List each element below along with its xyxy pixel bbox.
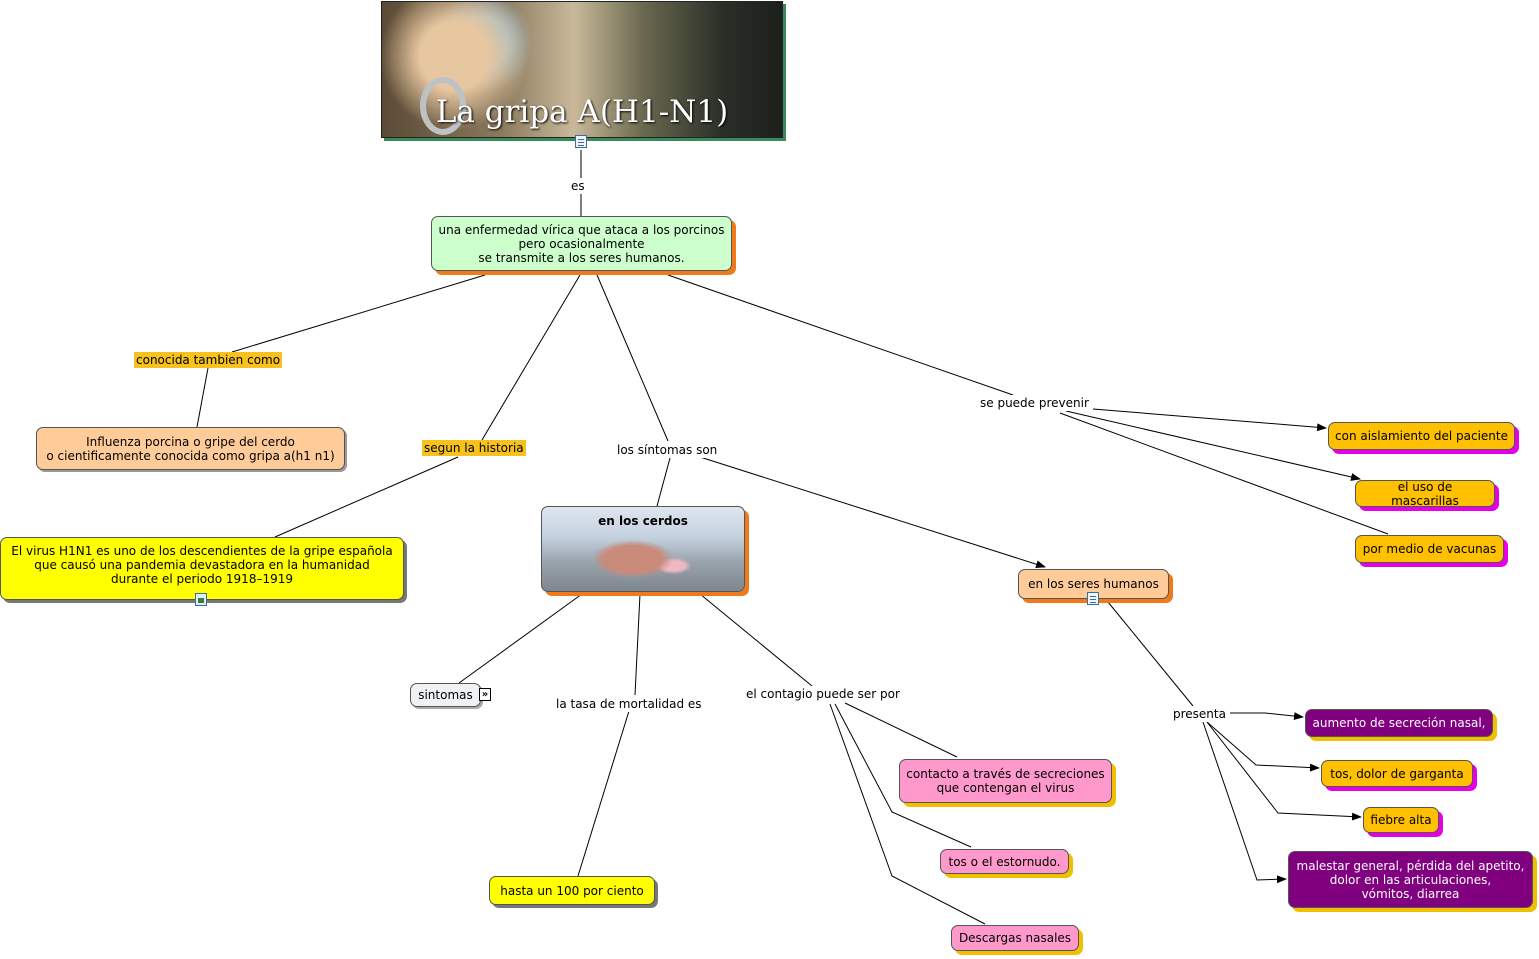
concept-influenza[interactable]: Influenza porcina o gripe del cerdo o ci… bbox=[36, 427, 345, 470]
label-conocida: conocida tambien como bbox=[134, 352, 283, 368]
concept-sintomas[interactable]: sintomas bbox=[410, 683, 481, 707]
label-prevenir: se puede prevenir bbox=[978, 395, 1091, 411]
concept-cerdos[interactable]: en los cerdos bbox=[541, 506, 745, 592]
concept-tos[interactable]: tos o el estornudo. bbox=[940, 849, 1069, 874]
label-segun: segun la historia bbox=[422, 440, 526, 456]
concept-tasa-value[interactable]: hasta un 100 por ciento bbox=[489, 876, 655, 905]
concept-descargas[interactable]: Descargas nasales bbox=[951, 925, 1079, 951]
label-contagio: el contagio puede ser por bbox=[744, 686, 902, 702]
page-title: La gripa A(H1-N1) bbox=[435, 94, 729, 130]
concept-cerdos-label: en los cerdos bbox=[598, 514, 688, 528]
concept-contacto[interactable]: contacto a través de secreciones que con… bbox=[899, 759, 1112, 803]
concept-malestar[interactable]: malestar general, pérdida del apetito, d… bbox=[1288, 851, 1533, 908]
expand-arrow-icon[interactable]: » bbox=[479, 688, 491, 701]
concept-aislamiento[interactable]: con aislamiento del paciente bbox=[1328, 422, 1515, 450]
concept-vacunas[interactable]: por medio de vacunas bbox=[1355, 535, 1504, 563]
concept-humanos[interactable]: en los seres humanos bbox=[1018, 569, 1169, 599]
label-es: es bbox=[569, 178, 587, 194]
concept-garganta[interactable]: tos, dolor de garganta bbox=[1321, 760, 1473, 787]
resource-icon[interactable] bbox=[575, 135, 587, 148]
resource-icon-humanos[interactable] bbox=[1087, 592, 1099, 605]
title-image: La gripa A(H1-N1) bbox=[381, 1, 783, 138]
concept-fiebre[interactable]: fiebre alta bbox=[1363, 807, 1439, 833]
concept-main[interactable]: una enfermedad vírica que ataca a los po… bbox=[431, 216, 732, 271]
headphone-shape bbox=[420, 77, 466, 135]
label-presenta: presenta bbox=[1171, 706, 1228, 722]
image-resource-icon[interactable] bbox=[195, 593, 207, 606]
concept-virus[interactable]: El virus H1N1 es uno de los descendiente… bbox=[0, 537, 404, 600]
label-sintomas-son: los síntomas son bbox=[615, 442, 720, 458]
concept-mascarillas[interactable]: el uso de mascarillas bbox=[1355, 480, 1495, 508]
label-tasa: la tasa de mortalidad es bbox=[554, 696, 704, 712]
concept-secrecion[interactable]: aumento de secreción nasal, bbox=[1305, 709, 1493, 737]
